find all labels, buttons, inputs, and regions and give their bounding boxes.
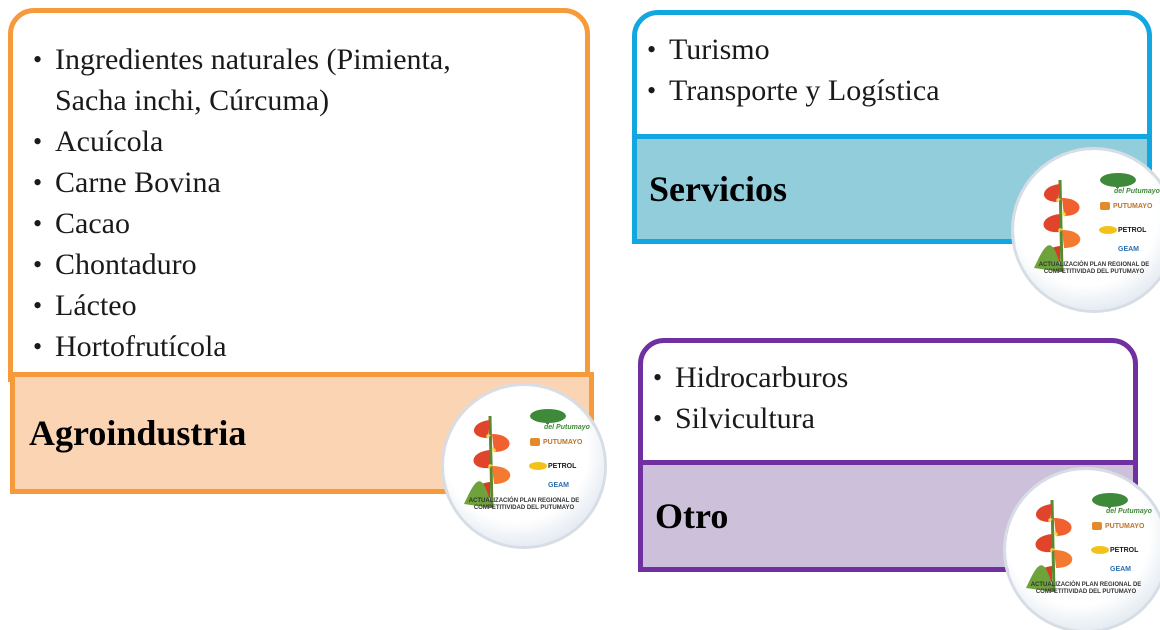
putumayo-logo-icon xyxy=(530,438,540,446)
competitividad-badge-logo: del Putumayo PUTUMAYO PETROL GEAM ACTUAL… xyxy=(1006,470,1160,630)
petrol-logo-icon xyxy=(1099,226,1117,234)
otro-title: Otro xyxy=(655,496,729,536)
badge-caption: ACTUALIZACIÓN PLAN REGIONAL DE COMPETITI… xyxy=(1038,262,1150,275)
tree-logo-icon xyxy=(1092,493,1128,508)
list-item-continuation: Sacha inchi, Cúrcuma) xyxy=(55,84,330,117)
servicios-items-box: Turismo Transporte y Logística xyxy=(632,10,1152,142)
petrol-logo-icon xyxy=(1091,546,1109,554)
tree-logo-icon xyxy=(530,409,566,424)
agroindustria-list: Ingredientes naturales (Pimienta, Sacha … xyxy=(33,39,573,367)
logo-2-text: PUTUMAYO xyxy=(1105,523,1145,530)
servicios-title: Servicios xyxy=(649,169,787,209)
list-item: Acuícola xyxy=(33,121,573,162)
otro-items-box: Hidrocarburos Silvicultura xyxy=(638,338,1138,466)
logo-1-text: del Putumayo xyxy=(1106,508,1152,515)
logo-4-text: GEAM xyxy=(548,482,569,489)
logo-1-text: del Putumayo xyxy=(544,424,590,431)
list-item: Transporte y Logística xyxy=(647,70,940,111)
list-item: Lácteo xyxy=(33,285,573,326)
heliconia-flower-icon xyxy=(464,409,566,509)
heliconia-flower-icon xyxy=(1034,173,1136,273)
badge-caption: ACTUALIZACIÓN PLAN REGIONAL DE COMPETITI… xyxy=(1030,582,1142,595)
agroindustria-items-box: Ingredientes naturales (Pimienta, Sacha … xyxy=(8,8,590,382)
tree-logo-icon xyxy=(1100,173,1136,188)
heliconia-flower-icon xyxy=(1026,493,1128,593)
competitividad-badge-logo: del Putumayo PUTUMAYO PETROL GEAM ACTUAL… xyxy=(1014,150,1160,310)
logo-2-text: PUTUMAYO xyxy=(543,439,583,446)
logo-4-text: GEAM xyxy=(1110,566,1131,573)
logo-3-text: PETROL xyxy=(1118,227,1147,234)
list-item: Silvicultura xyxy=(653,398,848,439)
badge-caption: ACTUALIZACIÓN PLAN REGIONAL DE COMPETITI… xyxy=(468,498,580,511)
list-item: Hortofrutícola xyxy=(33,326,573,367)
list-item: Turismo xyxy=(647,29,940,70)
list-item: Chontaduro xyxy=(33,244,573,285)
logo-3-text: PETROL xyxy=(548,463,577,470)
list-item: Ingredientes naturales (Pimienta, xyxy=(33,39,573,80)
list-item: Cacao xyxy=(33,203,573,244)
competitividad-badge-logo: del Putumayo PUTUMAYO PETROL GEAM ACTUAL… xyxy=(444,386,604,546)
list-item: Carne Bovina xyxy=(33,162,573,203)
agroindustria-title: Agroindustria xyxy=(29,413,247,453)
servicios-list: Turismo Transporte y Logística xyxy=(647,29,940,111)
logo-3-text: PETROL xyxy=(1110,547,1139,554)
petrol-logo-icon xyxy=(529,462,547,470)
logo-1-text: del Putumayo xyxy=(1114,188,1160,195)
logo-4-text: GEAM xyxy=(1118,246,1139,253)
list-item: Hidrocarburos xyxy=(653,357,848,398)
otro-list: Hidrocarburos Silvicultura xyxy=(653,357,848,439)
putumayo-logo-icon xyxy=(1092,522,1102,530)
logo-2-text: PUTUMAYO xyxy=(1113,203,1153,210)
putumayo-logo-icon xyxy=(1100,202,1110,210)
